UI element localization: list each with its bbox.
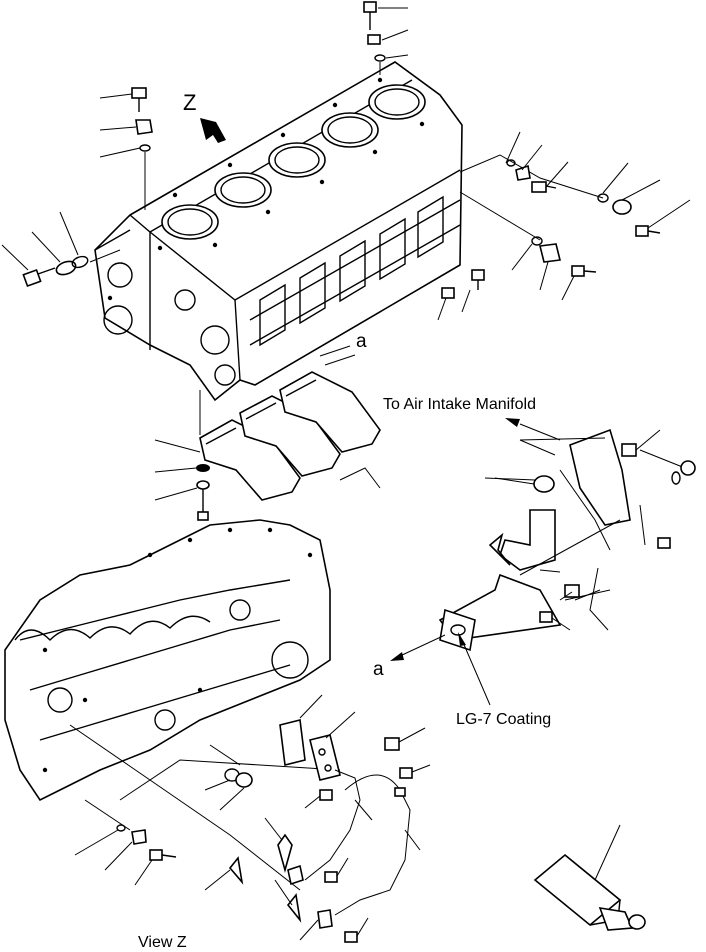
view-letter-label: Z (183, 90, 197, 115)
cylinder-bore-3 (268, 142, 326, 178)
ref-a-label-bottom: a (373, 659, 384, 680)
ref-a-arrow-top (319, 345, 351, 357)
view-z-leaders (69, 724, 341, 891)
sensor-plate-assembly (204, 694, 431, 943)
coating-note: LG-7 Coating (456, 711, 552, 728)
main-bearing-caps (154, 354, 381, 501)
coating-leader (458, 632, 491, 706)
air-intake-leader-arrow (505, 418, 561, 441)
top-head-bolt (363, 1, 409, 75)
left-side-plate-parts (1, 211, 121, 288)
ref-a-arrow-bottom (390, 634, 446, 661)
cylinder-bore-1 (161, 204, 219, 240)
cylinder-bore-2 (214, 172, 272, 208)
cylinder-block-top (94, 61, 463, 402)
ref-a-label-top: a (356, 331, 367, 352)
sensor-detail (533, 824, 646, 931)
view-z-arrow (200, 118, 226, 143)
breather-tube-assembly (438, 428, 696, 652)
view-caption: View Z (138, 934, 187, 951)
cylinder-bore-5 (368, 84, 426, 120)
left-top-bolt-stack (99, 87, 153, 210)
air-intake-note: To Air Intake Manifold (383, 396, 536, 413)
right-oil-piping (437, 131, 691, 321)
cylinder-bore-4 (321, 112, 379, 148)
view-z-block (4, 519, 331, 802)
cap-bolt (154, 464, 210, 521)
